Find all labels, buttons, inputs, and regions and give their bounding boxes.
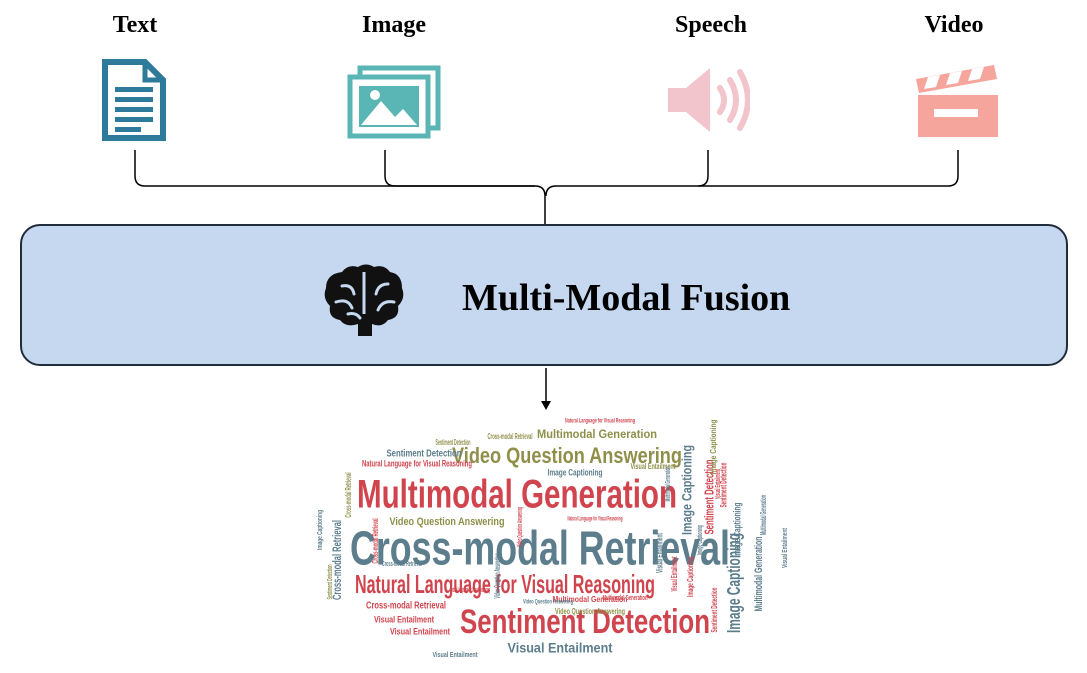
word-cloud-term: Cross-modal Retrieval [371,519,380,564]
word-cloud-term: Visual Entailment [654,533,664,573]
word-cloud-term: Visual Entailment [631,462,676,471]
word-cloud-term: Visual Entailment [433,652,479,659]
fusion-box [20,224,1068,366]
word-cloud-term: Image Captioning [709,419,718,474]
word-cloud-term: Image Captioning [548,467,603,477]
word-cloud-term: Multimodal Generation [759,495,768,535]
word-cloud-term: Cross-modal Retrieval [330,520,344,600]
word-cloud-term: Image Captioning [679,445,695,535]
word-cloud-term: Video Question Answering [555,607,625,616]
word-cloud-term: Cross-modal Retrieval [488,432,533,441]
word-cloud-term: Multimodal Generation [553,595,628,604]
word-cloud-term: Video Question Answering [523,600,573,606]
word-cloud-term: Video Question Answering [493,553,502,598]
word-cloud-term: Sentiment Detection [327,565,334,600]
word-cloud-term: Multimodal Generation [357,473,677,517]
word-cloud-term: Sentiment Detection [460,603,710,641]
word-cloud-term: Cross-modal Retrieval [344,473,353,518]
word-cloud-term: Visual Entailment [390,626,450,636]
speaker-icon [668,68,750,132]
word-cloud-term: Sentiment Detection [387,449,462,460]
word-cloud-term: Multimodal Generation [603,595,648,602]
word-cloud-term: Natural Language for Visual Reasoning [568,517,623,523]
word-cloud-term: Sentiment Detection [701,459,716,534]
word-cloud-term: Visual Entailment [715,469,722,499]
word-cloud-term: Natural Language for Visual Reasoning [355,569,655,599]
word-cloud-term: Image Captioning [733,503,744,558]
word-cloud-term: Sentiment Detection [710,587,719,632]
word-cloud-term: Cross-modal Retrieval [366,601,446,612]
clapperboard-icon [916,65,998,137]
word-cloud-term: Video Question Answering [517,507,524,547]
word-cloud-term: Cross-modal Retrieval [350,523,730,576]
word-cloud-term: Natural Language for Visual Reasoning [565,419,635,425]
word-cloud-term: Video Question Answering [390,516,505,528]
word-cloud-term: Image Captioning [686,557,695,597]
document-icon [102,59,166,141]
word-cloud-term: Image Captioning [724,533,744,633]
connector-video [698,150,959,187]
word-cloud-term: Video Question Answering [452,443,682,468]
modality-label-speech: Speech [675,12,747,38]
word-cloud-term: Sentiment Detection [718,463,728,508]
fusion-title: Multi-Modal Fusion [462,277,791,319]
images-icon [347,65,441,139]
word-cloud-term: Multimodal Generation [665,467,672,502]
word-cloud-term: Natural Language for Visual Reasoning [450,587,490,594]
word-cloud-term: Visual Entailment [782,528,789,568]
word-cloud-term: Sentiment Detection [436,438,471,447]
brain-icon [324,264,404,336]
connector-text [134,150,546,224]
word-cloud-term: Visual Entailment [374,614,434,624]
word-cloud-term: Visual Entailment [670,556,679,591]
modality-label-image: Image [362,12,426,38]
word-cloud-term: Multimodal Generation [753,536,765,611]
word-cloud-term: Image Captioning [317,510,324,550]
word-cloud-term: Image Captioning [697,525,704,555]
word-cloud-term: Natural Language for Visual Reasoning [362,458,472,468]
connector-image [384,150,535,187]
modality-label-video: Video [924,12,984,38]
word-cloud-term: Multimodal Generation [537,427,657,441]
word-cloud-term: Visual Entailment [508,640,613,656]
modality-label-text: Text [112,12,158,38]
output-arrowhead [541,401,551,410]
word-cloud-term: Cross-modal Retrieval [382,561,422,568]
